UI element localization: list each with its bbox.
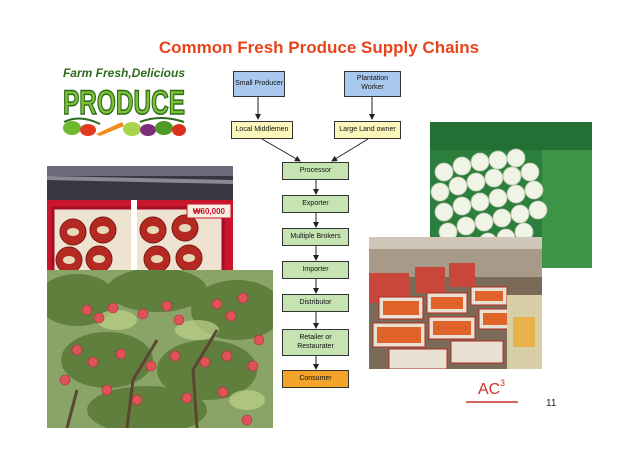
box-exporter: Exporter (282, 195, 349, 213)
photo-apple-orchard (47, 270, 273, 428)
box-importer: Importer (282, 261, 349, 279)
box-consumer: Consumer (282, 370, 349, 388)
ac3-logo: AC 3 (462, 376, 522, 410)
box-plantation-worker: Plantation Worker (344, 71, 401, 97)
box-multiple-brokers: Multiple Brokers (282, 228, 349, 246)
slide-number: 11 (546, 398, 556, 409)
photo-market-boxes (369, 237, 542, 369)
arrow-landowner-to-processor (332, 139, 368, 161)
box-small-producer: Small Producer (233, 71, 285, 97)
box-large-land-owner: Large Land owner (334, 121, 401, 139)
box-processor: Processor (282, 162, 349, 180)
ac3-logo-superscript: 3 (500, 378, 505, 388)
price-tag: ₩60,000 (193, 207, 226, 216)
box-local-middlemen: Local Middlemen (231, 121, 293, 139)
ac3-logo-mark: AC (478, 381, 500, 398)
box-retailer-or-restaurater: Retailer or Restaurater (282, 329, 349, 356)
box-distributor: Distributor (282, 294, 349, 312)
arrow-middlemen-to-processor (262, 139, 300, 161)
